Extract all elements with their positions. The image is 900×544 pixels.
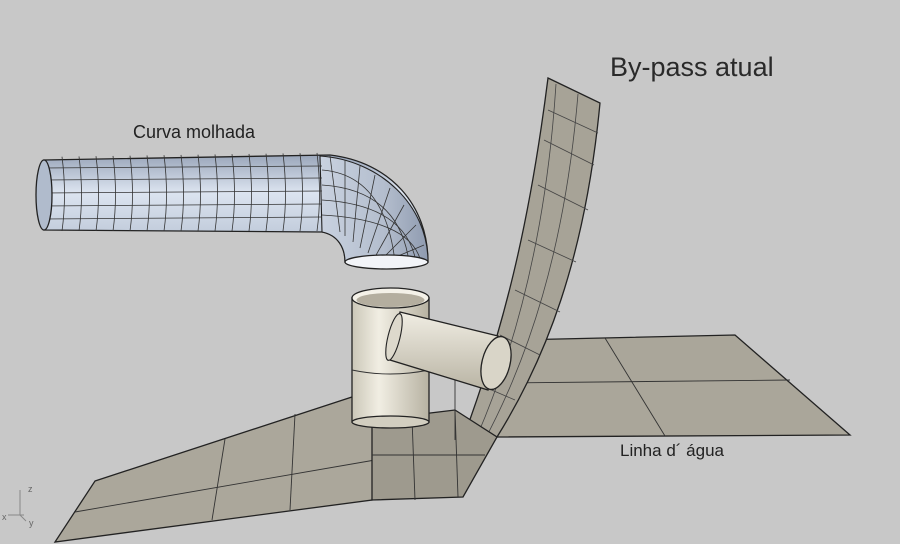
pipe-mesh-line [78, 156, 82, 232]
bend-mesh-line [321, 169, 396, 263]
pipe-mesh-line [180, 154, 184, 232]
water-line-label: Linha d´ água [620, 441, 724, 460]
pipe-mesh-line [112, 155, 116, 232]
axis-y-label: y [29, 518, 34, 528]
axis-gizmo [8, 490, 27, 522]
bend-mesh-line [374, 204, 405, 258]
hull-junction [371, 380, 498, 501]
hull-right-wing [494, 334, 852, 438]
pipe-mesh-line [265, 153, 269, 232]
wet-curve-label: Curva molhada [133, 122, 256, 142]
bend-mesh-line [321, 199, 417, 263]
pipe-mesh-line [43, 177, 323, 181]
axis-x-label: x [2, 512, 7, 522]
pipe-mesh-line [299, 153, 303, 232]
bend-mesh-line [321, 184, 410, 263]
bend-mesh-line [359, 174, 376, 249]
pipe-mesh-line [316, 152, 320, 232]
pipe-mesh-line [129, 155, 133, 232]
pipe-mesh-line [214, 154, 218, 232]
pipe-mesh-line [248, 153, 252, 232]
pipe-mesh-line [146, 155, 150, 232]
bypass-branch-pipe [385, 311, 512, 391]
bend-mesh-line [321, 214, 422, 263]
pipe-mesh-line [43, 203, 323, 207]
bend-mesh-line [329, 155, 341, 233]
wet-curve-pipe [35, 152, 429, 270]
pipe-mesh-line [95, 156, 99, 232]
pipe-mesh-line [43, 190, 323, 194]
bend-mesh-line [352, 165, 361, 243]
pipe-mesh-line [43, 165, 323, 169]
pipe-mesh-line [282, 153, 286, 232]
pipe-mesh-line [43, 216, 323, 220]
view-title: By-pass atual [610, 52, 774, 82]
hull-left-wing [53, 395, 379, 543]
bend-mesh-line [367, 187, 391, 254]
pipe-mesh-line [197, 154, 201, 232]
pipe-mesh-line [231, 154, 235, 232]
bend-mesh-line [380, 224, 417, 261]
pipe-mesh-line [163, 155, 167, 232]
pipe-mesh-line [61, 156, 65, 232]
axis-z-label: z [28, 484, 33, 494]
